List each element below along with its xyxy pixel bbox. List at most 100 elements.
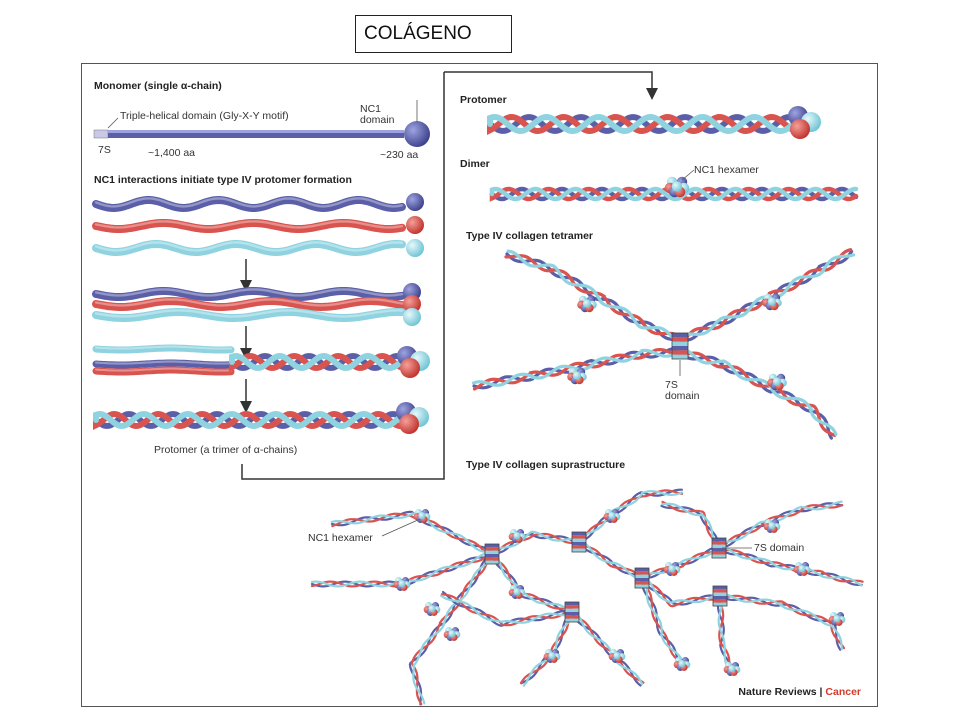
supra-strand-strand <box>440 593 573 627</box>
figure-credit: Nature Reviews | Cancer <box>738 686 861 698</box>
chain-cyan-nc1 <box>406 239 424 257</box>
supra-strand-strand <box>640 545 720 578</box>
supra-hexamer <box>608 512 616 520</box>
protomer-right-nc1-red <box>790 119 810 139</box>
chain-cyan-separate <box>92 239 406 257</box>
nc1-hexamer-label: NC1 hexamer <box>694 164 759 176</box>
chain-red-nc1 <box>406 216 424 234</box>
chain-blue-separate <box>92 195 406 213</box>
chain-cyan-partial-highlight <box>94 345 233 350</box>
supra-7s-domain <box>485 547 499 551</box>
supra-hexamer <box>513 532 521 540</box>
length-230-label: ~230 aa <box>380 149 419 161</box>
chain-blue-nc1 <box>406 193 424 211</box>
tetramer-hexamer <box>767 297 777 306</box>
nc1-domain-label: NC1 domain <box>360 103 395 126</box>
supra-7s-domain <box>713 592 727 596</box>
supra-strand-strand <box>661 500 722 549</box>
supra-strand-strand <box>489 554 574 611</box>
supra-strand-strand <box>718 544 863 587</box>
supra-strand-strand <box>641 549 722 582</box>
supra-strand-strand <box>572 609 644 685</box>
chain-blue-approach-highlight <box>94 288 404 297</box>
supra-strand-strand <box>716 595 731 676</box>
connector-arrow <box>444 71 658 100</box>
supra-7s-domain <box>635 568 649 572</box>
supra-7s-domain <box>572 545 586 549</box>
supra-hexamer-leader <box>381 518 421 537</box>
chain-red-separate-highlight <box>94 220 404 229</box>
supra-7s-domain <box>635 574 649 578</box>
supra-7s-domain <box>572 542 586 546</box>
supra-hexamer <box>418 512 426 520</box>
supra-7s-domain-outline <box>634 567 650 589</box>
chain-blue-separate-highlight <box>94 197 404 208</box>
supra-7s-domain <box>485 550 499 554</box>
supra-7s-domain <box>713 586 727 590</box>
supra-7s-domain <box>485 557 499 561</box>
supra-strand-strand <box>717 594 734 675</box>
chain-red-partial <box>92 366 235 376</box>
helical-leader-line <box>107 117 119 129</box>
supra-7s-domain <box>635 578 649 582</box>
footer-journal: Nature Reviews | <box>738 686 826 698</box>
supra-strand-strand <box>490 530 581 554</box>
supra-7s-domain <box>713 596 727 600</box>
tetramer-7s-domain <box>672 337 688 342</box>
supra-strand-strand <box>716 500 843 548</box>
triple-helical-label: Triple-helical domain (Gly-X-Y motif) <box>120 110 289 122</box>
partial-helix-strand <box>229 352 403 372</box>
tetramer-arm-lower-left-strand <box>471 348 682 387</box>
tetramer-hexamer <box>582 299 592 308</box>
supra-7s-domain <box>565 612 579 616</box>
protomer-trimer-label: Protomer (a trimer of α-chains) <box>154 444 298 456</box>
supra-strand-strand <box>642 576 685 665</box>
supra-7s-domain <box>712 538 726 542</box>
supra-hexamer <box>833 615 841 623</box>
tetramer-7s-domain <box>672 341 688 346</box>
supra-7s-domain <box>565 608 579 612</box>
tetramer-arm-lower-right-strand <box>678 350 833 440</box>
full-protomer-helix-strand <box>93 410 403 430</box>
tetramer-arm-lower-right-strand <box>677 351 837 437</box>
supra-strand-strand <box>579 539 643 581</box>
chain-red-approach-highlight <box>94 298 404 307</box>
supra-7s-domain <box>713 599 727 603</box>
supra-hexamer <box>668 565 676 573</box>
tetramer-arm-upper-left-strand <box>506 249 681 345</box>
chain-red-partial-highlight <box>94 367 233 372</box>
supra-7s-domain <box>635 581 649 585</box>
chain-cyan-approach <box>92 308 406 322</box>
tetramer-hexamer <box>772 377 782 386</box>
supra-strand-strand <box>579 489 684 545</box>
tetramer-7s-domain <box>672 350 688 355</box>
chain-cyan-separate-highlight <box>94 241 404 252</box>
supra-hexamer <box>398 580 406 588</box>
nc1-interactions-header: NC1 interactions initiate type IV protom… <box>94 174 352 186</box>
supra-7s-domain <box>572 532 586 536</box>
supra-strand-strand <box>520 610 574 685</box>
supra-7s-domain <box>565 602 579 606</box>
supra-strand-strand <box>569 612 645 684</box>
tetramer-7s-domain <box>672 333 688 338</box>
supra-7s-domain <box>485 544 499 548</box>
supra-7s-domain-outline <box>712 585 728 607</box>
footer-accent: Cancer <box>825 686 861 698</box>
supra-7s-domain <box>565 615 579 619</box>
supra-7s-domain <box>572 535 586 539</box>
supra-strand-strand <box>577 488 683 544</box>
dimer-helix-strand <box>489 186 859 202</box>
supra-hexamer <box>428 605 436 613</box>
tetramer-hexamer <box>572 371 582 380</box>
protomer-header: Protomer <box>460 94 507 106</box>
tetramer-arm-lower-right-strand <box>679 347 838 436</box>
supra-hexamer <box>728 665 736 673</box>
supra-strand-strand <box>642 575 721 605</box>
chain-blue-partial-highlight <box>94 360 233 365</box>
supra-7s-domain <box>572 548 586 552</box>
supra-strand-strand <box>638 577 684 665</box>
supra-7s-domain <box>565 618 579 622</box>
supra-7s-domain-outline <box>564 601 580 623</box>
supra-7s-domain <box>485 560 499 564</box>
supra-strand-strand <box>660 502 719 550</box>
